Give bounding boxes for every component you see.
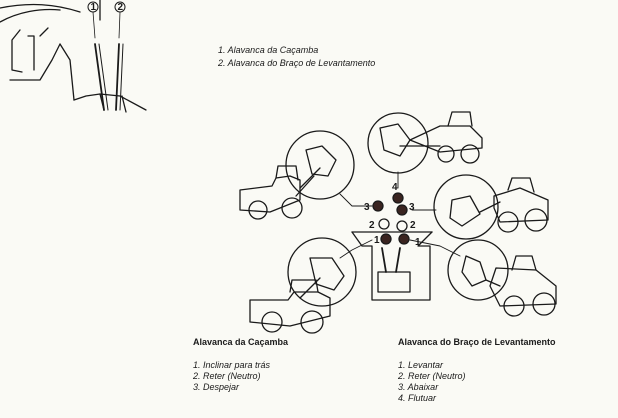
lift-arm-lever-item: 2. Reter (Neutro) <box>398 371 466 381</box>
lever-pos-left-1: 1 <box>374 235 380 246</box>
lift-arm-lever-item: 4. Flutuar <box>398 393 437 403</box>
callout-circle-1 <box>87 1 99 13</box>
loader-lift-arm-lower <box>433 174 549 240</box>
lever-pos-right-1: 1 <box>415 237 421 248</box>
lift-arm-lever-item: 3. Abaixar <box>398 382 439 392</box>
lever-pos-right-2: 2 <box>410 220 416 231</box>
lift-arm-lever-positions: Alavanca do Braço de Levantamento 1. Lev… <box>398 337 556 404</box>
lever-pos-left-3: 3 <box>364 202 370 213</box>
top-left-lever-1 <box>92 11 109 111</box>
callout-label-2: 2 <box>118 2 124 13</box>
lever-position-markers <box>372 192 410 245</box>
callout-label-1: 1 <box>91 2 97 13</box>
bucket-lever-positions: Alavanca da Caçamba 1. Inclinar para trá… <box>193 337 288 393</box>
lever-pos-top-4: 4 <box>392 182 398 193</box>
leader-lines <box>339 171 461 259</box>
loader-bucket-dump <box>249 237 357 334</box>
bucket-lever-item: 3. Despejar <box>193 382 240 392</box>
bucket-lever-item: 1. Inclinar para trás <box>193 360 271 370</box>
loader-bucket-tilt-back <box>239 130 355 220</box>
loader-lift-arm-float <box>447 239 557 317</box>
cab-interior-sketch <box>0 0 147 113</box>
lever-console <box>351 231 433 301</box>
top-left-lever-2 <box>115 11 124 111</box>
bucket-lever-heading: Alavanca da Caçamba <box>193 337 289 347</box>
lever-pos-left-2: 2 <box>369 220 375 231</box>
callout-circle-2 <box>114 1 126 13</box>
legend-item-lift-arm-lever: 2. Alavanca do Braço de Levantamento <box>218 58 376 68</box>
loader-lift-arm-raise <box>367 111 483 174</box>
lift-arm-lever-item: 1. Levantar <box>398 360 444 370</box>
legend-item-bucket-lever: 1. Alavanca da Caçamba <box>218 45 319 55</box>
lever-pos-right-3: 3 <box>409 202 415 213</box>
lever-legend: 1. Alavanca da Caçamba 2. Alavanca do Br… <box>218 44 375 70</box>
lift-arm-lever-heading: Alavanca do Braço de Levantamento <box>398 337 556 347</box>
bucket-lever-item: 2. Reter (Neutro) <box>193 371 261 381</box>
